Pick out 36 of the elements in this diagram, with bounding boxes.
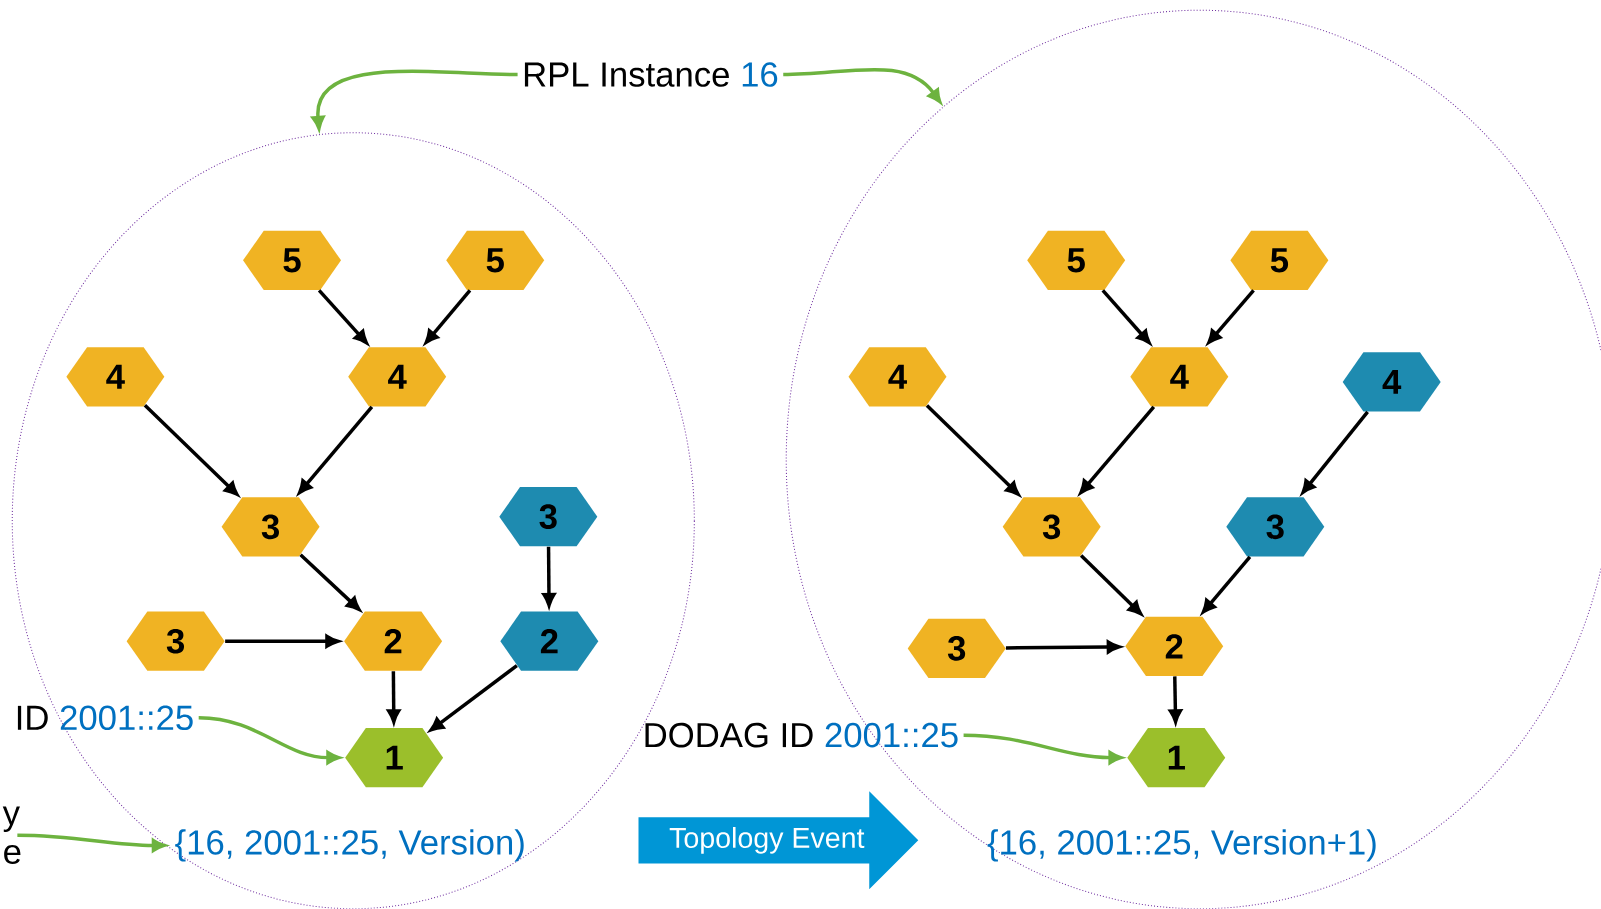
hexagon-node: 2	[500, 611, 599, 671]
hexagon-node: 3	[126, 611, 225, 671]
callout-text: y e	[2, 806, 21, 865]
hexagon-node: 5	[1027, 230, 1126, 291]
arrow	[925, 404, 1020, 496]
hexagon-node: 5	[446, 230, 545, 291]
hexagon-node: 3	[221, 497, 320, 557]
callout-text: RPL Instance 16	[524, 62, 778, 87]
hexagon-node: 3	[1002, 497, 1101, 557]
arrow	[424, 289, 472, 344]
hexagon-node: 2	[344, 611, 443, 671]
callout-text: DODAG ID 2001::25	[645, 723, 958, 748]
arrow	[317, 289, 368, 345]
arrow	[429, 664, 518, 732]
hexagon-node: 4	[348, 347, 447, 407]
arrow	[1079, 405, 1156, 495]
hexagon-node: 2	[1125, 616, 1224, 677]
hexagon-node: 3	[499, 487, 598, 547]
hexagon-node: 5	[1230, 230, 1329, 291]
arrow	[1079, 554, 1143, 616]
hexagon-node: 4	[66, 347, 165, 407]
arrow	[298, 405, 374, 495]
hexagon-node: 1	[345, 728, 444, 788]
arrow	[1201, 555, 1252, 614]
hexagon-node: 3	[907, 618, 1006, 679]
hexagon-node: 4	[848, 347, 947, 407]
hexagon-node: 3	[1226, 497, 1325, 557]
hexagon-node: 1	[1127, 728, 1226, 788]
arrow	[299, 553, 361, 611]
arrow	[1301, 410, 1369, 494]
hexagon-node: 5	[243, 230, 342, 291]
arrow	[1101, 289, 1151, 345]
arrow	[783, 67, 942, 104]
hexagon-node: 4	[1342, 352, 1441, 412]
arrow	[143, 404, 239, 496]
hexagon-node: 4	[1130, 347, 1229, 407]
